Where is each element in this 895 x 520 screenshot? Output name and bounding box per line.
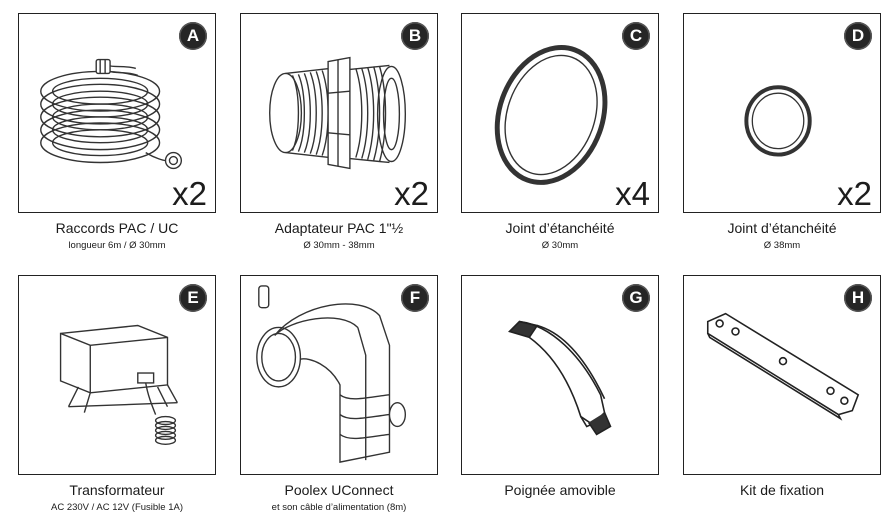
item-subtitle: longueur 6m / Ø 30mm — [68, 240, 166, 251]
item-badge: C — [622, 22, 650, 50]
item-subtitle: et son câble d’alimentation (8m) — [271, 502, 407, 513]
item-card-a: A x2 — [18, 13, 216, 213]
item-card-d: D x2 — [683, 13, 881, 213]
item-title: Adaptateur PAC 1"½ — [274, 220, 404, 236]
transformer-icon — [59, 324, 178, 445]
item-badge: F — [401, 284, 429, 312]
item-title: Transformateur — [69, 482, 165, 498]
item-card-f: F — [240, 275, 438, 475]
quantity-label: x2 — [172, 175, 207, 212]
item-card-e: E — [18, 275, 216, 475]
item-caption-b: Adaptateur PAC 1"½ Ø 30mm - 38mm — [239, 220, 439, 251]
item-caption-g: Poignée amovible — [460, 482, 660, 498]
item-title: Raccords PAC / UC — [55, 220, 179, 236]
item-title: Joint d’étanchéité — [727, 220, 837, 236]
item-card-h: H — [683, 275, 881, 475]
item-badge: H — [844, 284, 872, 312]
quantity-label: x2 — [837, 175, 872, 212]
quantity-label: x4 — [615, 175, 650, 212]
item-card-c: C x4 — [461, 13, 659, 213]
item-card-g: G — [461, 275, 659, 475]
item-subtitle: Ø 30mm - 38mm — [303, 240, 375, 251]
item-card-b: B x2 — [240, 13, 438, 213]
large-seal-ring-icon — [494, 45, 608, 185]
item-subtitle: Ø 30mm — [541, 240, 579, 251]
item-caption-c: Joint d’étanchéité Ø 30mm — [460, 220, 660, 251]
item-caption-d: Joint d’étanchéité Ø 38mm — [682, 220, 882, 251]
item-badge: B — [401, 22, 429, 50]
item-badge: D — [844, 22, 872, 50]
hose-icon — [40, 58, 183, 170]
item-title: Poignée amovible — [504, 482, 616, 498]
item-subtitle: Ø 38mm — [763, 240, 801, 251]
item-badge: G — [622, 284, 650, 312]
item-title: Joint d’étanchéité — [505, 220, 615, 236]
item-caption-a: Raccords PAC / UC longueur 6m / Ø 30mm — [17, 220, 217, 251]
quantity-label: x2 — [394, 175, 429, 212]
item-title: Poolex UConnect — [284, 482, 394, 498]
item-badge: E — [179, 284, 207, 312]
handle-icon — [508, 320, 612, 436]
small-seal-ring-icon — [744, 85, 812, 157]
adapter-fitting-icon — [269, 56, 407, 170]
item-caption-f: Poolex UConnect et son câble d’alimentat… — [239, 482, 439, 513]
item-title: Kit de fixation — [739, 482, 825, 498]
item-caption-h: Kit de fixation — [682, 482, 882, 498]
item-caption-e: Transformateur AC 230V / AC 12V (Fusible… — [17, 482, 217, 513]
mounting-bracket-icon — [706, 312, 860, 421]
item-subtitle: AC 230V / AC 12V (Fusible 1A) — [50, 502, 183, 513]
item-badge: A — [179, 22, 207, 50]
uconnect-unit-icon — [256, 285, 407, 463]
